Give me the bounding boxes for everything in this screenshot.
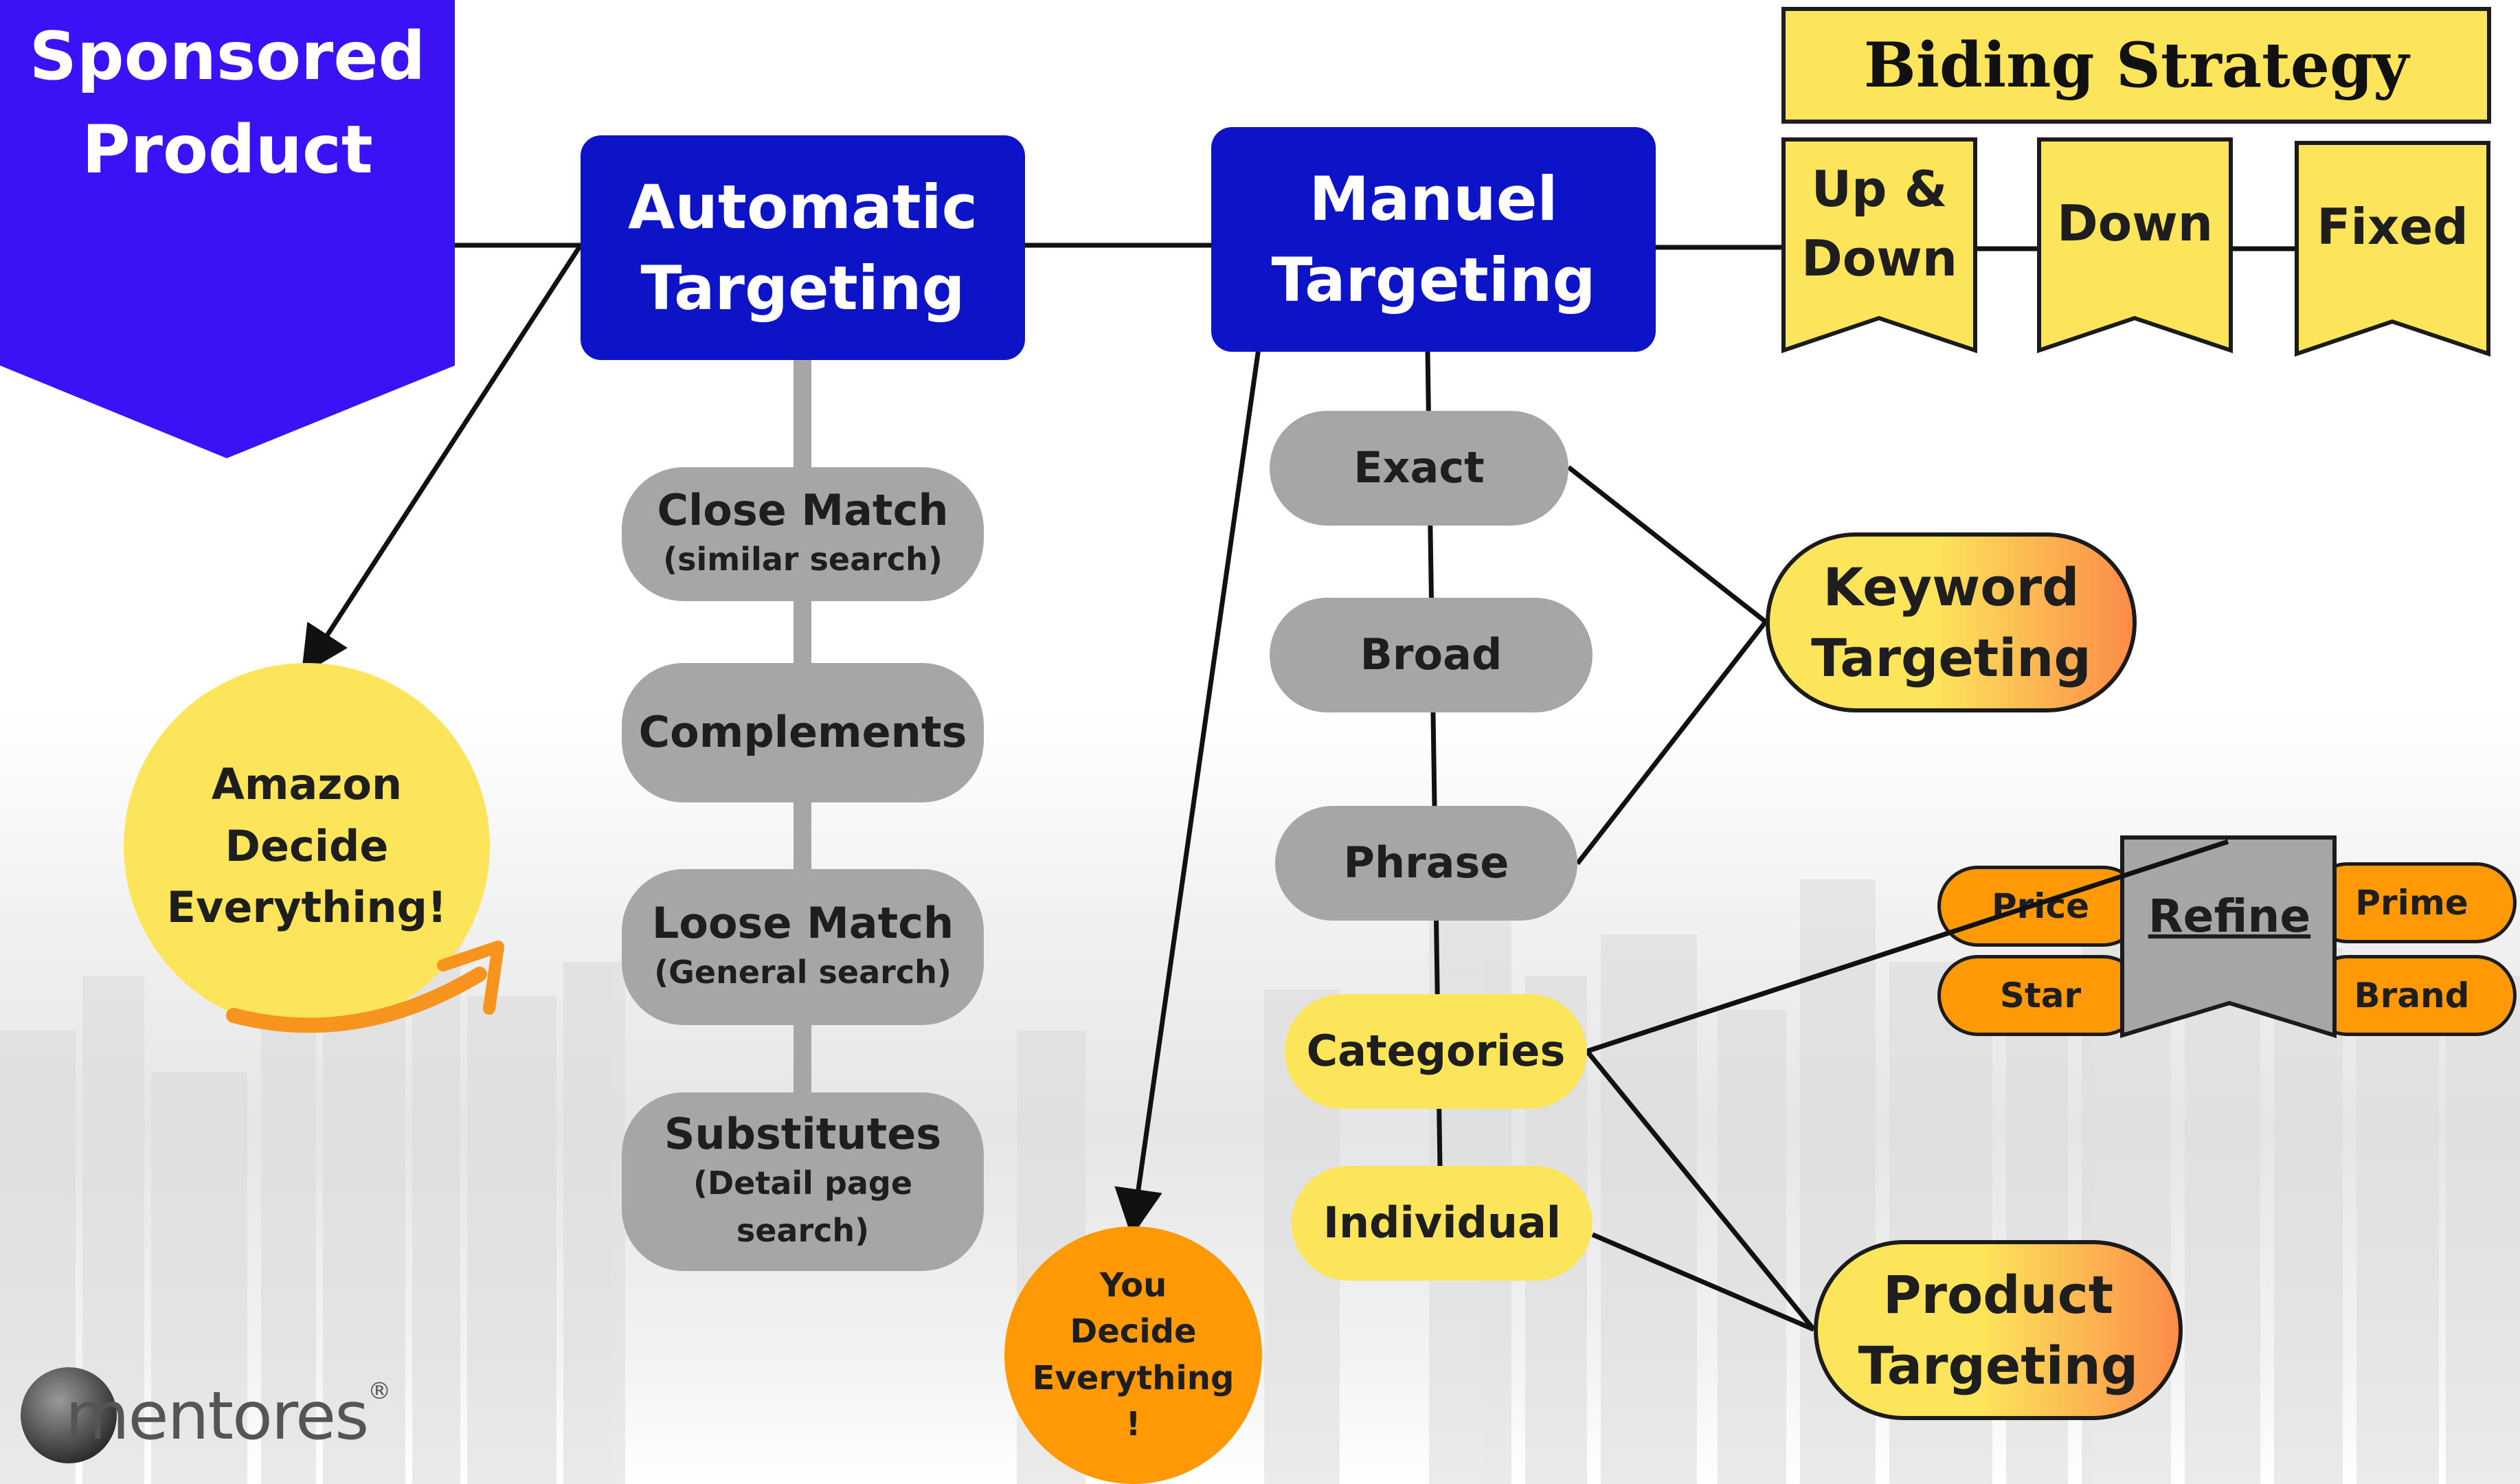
loose-match-node[interactable]: Loose Match (General search)	[622, 869, 984, 1025]
refine-banner-shape	[2120, 835, 2337, 1039]
individual-node[interactable]: Individual	[1292, 1166, 1593, 1281]
up-down-banner-shape	[1781, 137, 1977, 354]
substitutes-sublabel: (Detail page search)	[693, 1165, 913, 1250]
amazon-decide-everything-note: Amazon Decide Everything!	[124, 663, 490, 1029]
product-targeting-node[interactable]: Product Targeting	[1814, 1240, 2183, 1420]
phrase-to-keyword-line	[1575, 620, 1768, 866]
prime-tag[interactable]: Prime	[2307, 862, 2517, 943]
exact-node[interactable]: Exact	[1270, 411, 1568, 526]
categories-to-product-line	[1585, 1049, 1816, 1331]
down-option[interactable]: Down	[2056, 194, 2213, 252]
sponsored-product-title: Sponsored Product	[29, 17, 426, 188]
fixed-option[interactable]: Fixed	[2317, 198, 2468, 256]
down-banner-shape	[2037, 137, 2233, 354]
logo-wordmark: mentores	[65, 1378, 369, 1454]
amazon-smile-icon	[226, 941, 504, 1033]
complements-node[interactable]: Complements	[622, 663, 984, 802]
mentores-logo-text: mentores®	[65, 1378, 391, 1454]
arrow-to-you-note	[1114, 343, 1262, 1237]
refine-label: Refine	[2148, 890, 2311, 943]
brand-tag[interactable]: Brand	[2307, 955, 2517, 1036]
up-down-option[interactable]: Up & Down	[1801, 160, 1957, 287]
close-match-node[interactable]: Close Match (similar search)	[622, 467, 984, 601]
automatic-targeting-node[interactable]: Automatic Targeting	[581, 135, 1025, 360]
close-match-sublabel: (similar search)	[663, 541, 943, 578]
you-decide-everything-note: You Decide Everything !	[1004, 1226, 1262, 1484]
complements-label: Complements	[638, 707, 967, 758]
sponsored-product-banner-shape	[0, 0, 455, 458]
categories-to-refine-overlay	[1587, 839, 2229, 1054]
mentores-logo-icon	[21, 1367, 117, 1463]
close-match-label: Close Match	[657, 484, 949, 535]
bidding-strategy-title: Biding Strategy	[1781, 7, 2491, 124]
individual-to-product-line	[1591, 1232, 1815, 1332]
registered-mark: ®	[368, 1378, 391, 1405]
broad-node[interactable]: Broad	[1270, 598, 1593, 712]
substitutes-node[interactable]: Substitutes (Detail page search)	[622, 1092, 984, 1271]
arrow-to-amazon-note	[301, 244, 583, 675]
keyword-targeting-node[interactable]: Keyword Targeting	[1766, 532, 2137, 712]
categories-node[interactable]: Categories	[1285, 994, 1587, 1109]
exact-to-keyword-line	[1566, 465, 1768, 624]
loose-match-sublabel: (General search)	[654, 954, 952, 991]
substitutes-label: Substitutes	[664, 1108, 942, 1159]
manual-targeting-node[interactable]: Manuel Targeting	[1211, 127, 1656, 352]
loose-match-label: Loose Match	[651, 897, 954, 948]
phrase-node[interactable]: Phrase	[1275, 806, 1577, 921]
fixed-banner-shape	[2295, 141, 2490, 357]
